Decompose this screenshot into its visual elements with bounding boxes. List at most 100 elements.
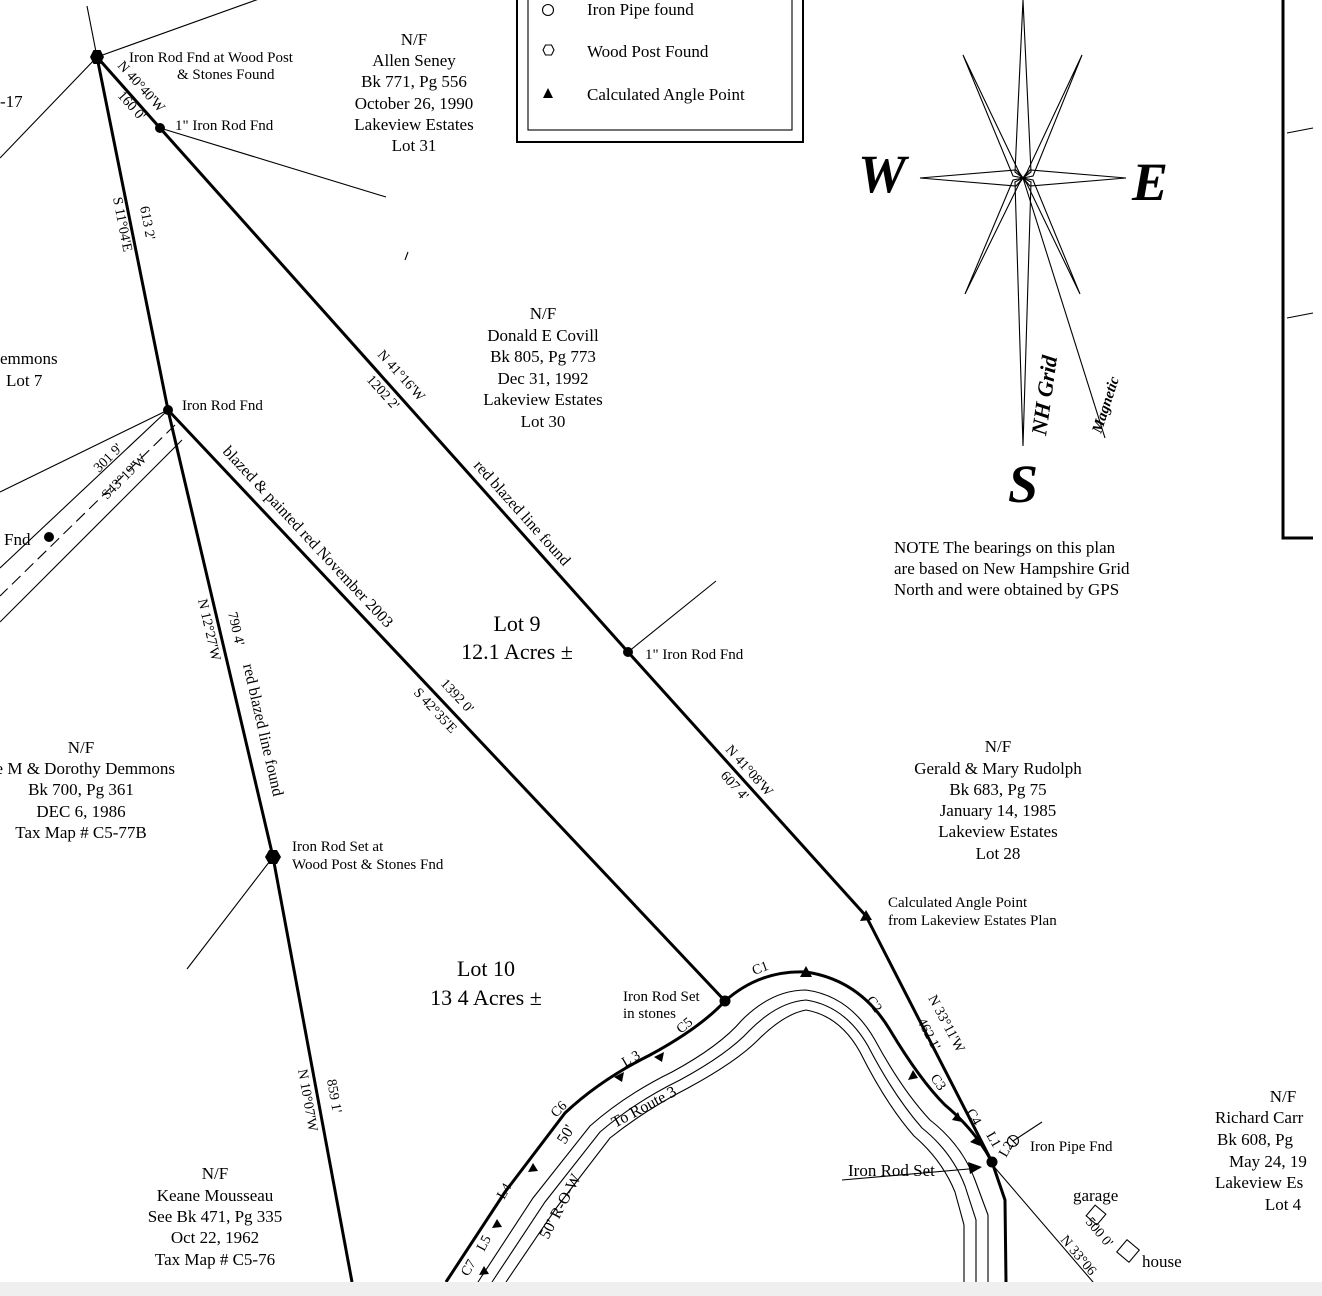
owner-seney: N/F Allen Seney Bk 771, Pg 556 October 2…	[354, 30, 473, 155]
seney-line-6: Lot 31	[392, 136, 437, 155]
line-n41-16w	[158, 127, 630, 653]
rudolph-line-2: Gerald & Mary Rudolph	[914, 759, 1082, 778]
note-line-1: NOTE The bearings on this plan	[894, 538, 1116, 557]
rudolph-line-1: N/F	[985, 737, 1011, 756]
line-s11-04e	[95, 56, 170, 411]
curve-c2-label: C2	[863, 994, 885, 1016]
iron-rod-1in-mid-label: 1" Iron Rod Fnd	[645, 647, 744, 663]
iron-rod-set-label: Iron Rod Set	[848, 1161, 935, 1180]
boundary-lines	[95, 56, 994, 1283]
wood-post-monument-top	[90, 50, 104, 64]
lot7-label: Lot 7	[6, 371, 43, 390]
iron-pipe-fnd-label: Iron Pipe Fnd	[1030, 1139, 1113, 1155]
monument-labels: Iron Rod Fnd at Wood Post & Stones Found…	[129, 50, 1113, 1180]
iron-rod-monument-lot9	[623, 647, 633, 657]
covill-line-3: Bk 805, Pg 773	[490, 347, 596, 366]
adjacent-sheet-frame	[1281, 0, 1314, 540]
curve-c6-label: C6	[548, 1099, 570, 1121]
seney-line-1: N/F	[401, 30, 427, 49]
edge-fnd-label: Fnd	[4, 530, 31, 549]
iron-rod-set-monument	[986, 1156, 998, 1168]
rudolph-line-4: January 14, 1985	[940, 801, 1057, 820]
legend-outer-border	[516, 0, 804, 143]
line-n40-40w	[95, 56, 162, 129]
line-l1-label: L1	[983, 1130, 1004, 1151]
legend-wood-post-icon	[542, 44, 555, 56]
owner-labels: N/F Allen Seney Bk 771, Pg 556 October 2…	[0, 30, 1307, 1269]
iron-pipe-monument	[1006, 1134, 1020, 1148]
left-right-of-way	[0, 409, 183, 623]
calc-angle-label-1: Calculated Angle Point	[888, 895, 1028, 911]
red-blazed-line-label-2: red blazed line found	[239, 662, 286, 798]
line-l5-label: L5	[474, 1233, 495, 1254]
carr-line-3: Bk 608, Pg	[1217, 1130, 1294, 1149]
distance-613: 613 2'	[136, 205, 157, 241]
mousseau-line-1: N/F	[202, 1164, 228, 1183]
to-route-3-label: To Route 3	[609, 1083, 680, 1131]
line-n41-08w	[626, 650, 868, 918]
house-outline	[1115, 1238, 1141, 1264]
owner-rudolph: N/F Gerald & Mary Rudolph Bk 683, Pg 75 …	[914, 737, 1082, 863]
lot9-area: 12.1 Acres ±	[461, 639, 573, 664]
demmons-line-3: Bk 700, Pg 361	[28, 780, 134, 799]
road-width-label: 50'	[554, 1122, 578, 1147]
seney-line-5: Lakeview Estates	[354, 115, 473, 134]
covill-line-5: Lakeview Estates	[483, 390, 602, 409]
note-line-3: North and were obtained by GPS	[894, 580, 1119, 599]
iron-rod-set-post-label-2: Wood Post & Stones Fnd	[292, 857, 444, 873]
seney-line-3: Bk 771, Pg 556	[361, 72, 467, 91]
seney-line-2: Allen Seney	[372, 51, 456, 70]
top-corner-label-1: Iron Rod Fnd at Wood Post	[129, 50, 294, 66]
line-n33-11w	[864, 915, 994, 1163]
wood-post-monument-lot10	[265, 850, 281, 864]
curve-c7-label: C7	[458, 1257, 479, 1279]
curve-c5-label: C5	[674, 1015, 696, 1037]
lot10-name: Lot 10	[457, 956, 515, 981]
compass-south-label: S	[1008, 454, 1038, 514]
covill-line-2: Donald E Covill	[487, 326, 599, 345]
distance-500: 500 0'	[1082, 1215, 1115, 1251]
rudolph-line-5: Lakeview Estates	[938, 822, 1057, 841]
demmons-line-1: N/F	[68, 738, 94, 757]
bearing-n33-06: N 33°06	[1057, 1233, 1099, 1279]
iron-rod-1in-top-label: 1" Iron Rod Fnd	[175, 118, 274, 134]
monuments	[44, 50, 1020, 1168]
covill-line-1: N/F	[530, 304, 556, 323]
distance-790: 790 4'	[224, 611, 246, 648]
carr-line-2: Richard Carr	[1215, 1108, 1304, 1127]
owner-covill: N/F Donald E Covill Bk 805, Pg 773 Dec 3…	[483, 304, 602, 431]
structures: garage house	[1073, 1186, 1182, 1271]
red-blazed-line-label-1: red blazed line found	[470, 457, 573, 569]
garage-label: garage	[1073, 1186, 1118, 1205]
lot9-name: Lot 9	[493, 611, 540, 636]
covill-line-6: Lot 30	[521, 412, 566, 431]
legend-angle-point-label: Calculated Angle Point	[587, 85, 745, 104]
top-corner-label-2: & Stones Found	[177, 67, 275, 83]
lot10-area: 13 4 Acres ±	[430, 985, 542, 1010]
iron-rod-monument-top	[155, 123, 165, 133]
owner-carr: N/F Richard Carr Bk 608, Pg May 24, 19 L…	[1215, 1087, 1307, 1214]
carr-line-5: Lakeview Es	[1215, 1173, 1303, 1192]
blazed-painted-label: blazed & painted red November 2003	[219, 443, 396, 631]
demmons-line-4: DEC 6, 1986	[36, 802, 125, 821]
rudolph-line-6: Lot 28	[976, 844, 1021, 863]
bearing-n10-07w: N 10°07'W	[294, 1068, 320, 1133]
seney-line-4: October 26, 1990	[355, 94, 474, 113]
mousseau-line-5: Tax Map # C5-76	[155, 1250, 275, 1269]
distance-859: 859 1'	[323, 1078, 344, 1114]
iron-rod-set-stones	[719, 995, 731, 1007]
mousseau-line-2: Keane Mousseau	[157, 1186, 274, 1205]
lot-labels: Lot 9 12.1 Acres ± Lot 10 13 4 Acres ±	[430, 611, 573, 1010]
line-n10-07w	[271, 856, 354, 1283]
garage-outline	[1085, 1204, 1107, 1226]
iron-rod-fnd-mid-label: Iron Rod Fnd	[182, 398, 263, 414]
owner-demmons: N/F ge M & Dorothy Demmons Bk 700, Pg 36…	[0, 738, 175, 842]
mousseau-line-4: Oct 22, 1962	[171, 1228, 259, 1247]
lot7-owner-fragment: emmons	[0, 349, 58, 368]
bottom-strip	[0, 1282, 1322, 1296]
iron-rod-monument-left	[44, 532, 54, 542]
iron-rod-set-post-label-1: Iron Rod Set at	[292, 839, 384, 855]
compass-west-label: W	[858, 144, 910, 204]
carr-line-1: N/F	[1270, 1087, 1296, 1106]
